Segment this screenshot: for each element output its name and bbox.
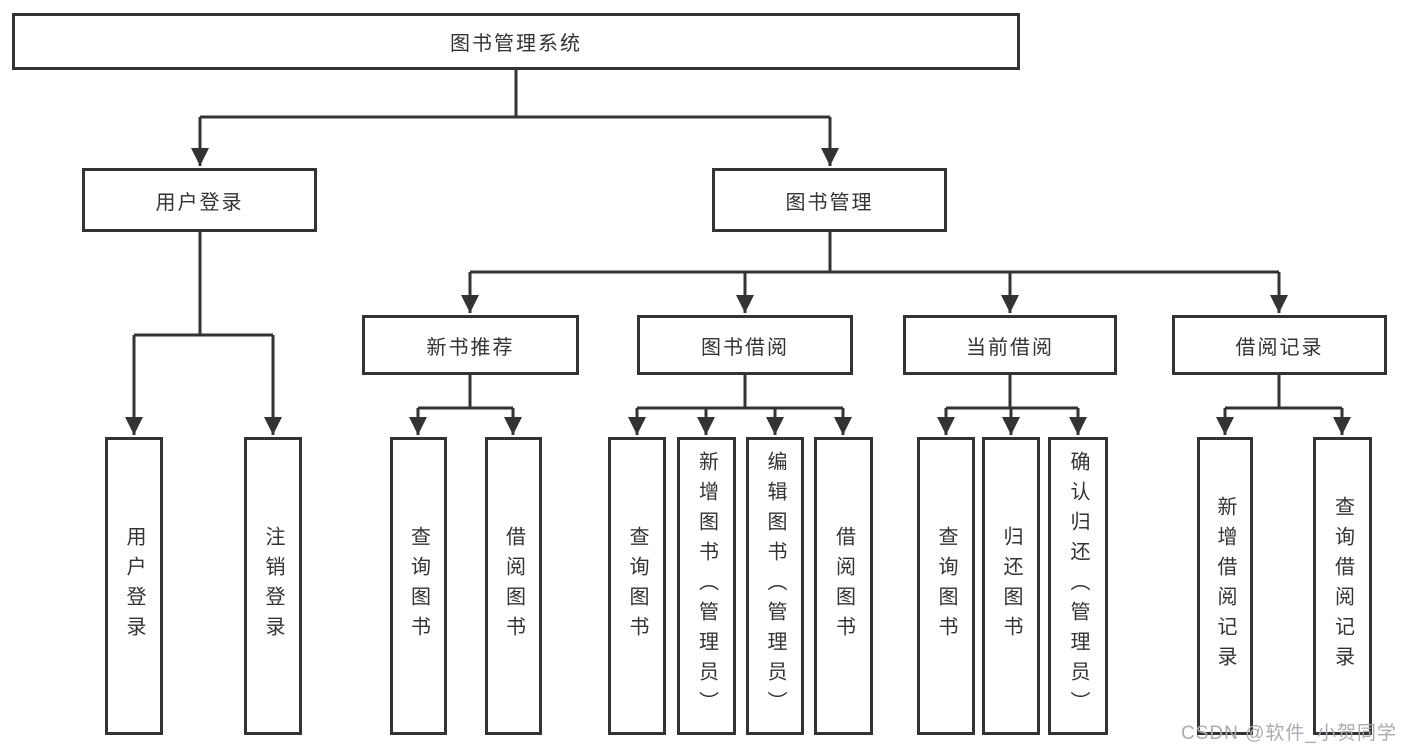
node-borrow-records: 借阅记录 [1172,315,1387,375]
leaf-user-login: 用户登录 [105,437,163,735]
leaf-query-books-borrow: 查询图书 [608,437,666,735]
node-user-login: 用户登录 [82,168,317,232]
leaf-borrow-books: 借阅图书 [814,437,873,735]
leaf-query-books-current: 查询图书 [917,437,975,735]
leaf-query-borrow-record: 查询借阅记录 [1313,437,1372,735]
leaf-add-books-admin: 新增图书（管理员） [677,437,736,735]
node-root-library-management-system: 图书管理系统 [12,13,1020,70]
leaf-logout: 注销登录 [244,437,302,735]
leaf-return-books: 归还图书 [982,437,1040,735]
node-book-borrow: 图书借阅 [637,315,853,375]
leaf-borrow-books-recommend: 借阅图书 [485,437,542,735]
node-book-management: 图书管理 [712,168,947,232]
csdn-watermark: CSDN @软件_小贺同学 [1181,723,1397,744]
leaf-add-borrow-record: 新增借阅记录 [1197,437,1253,735]
leaf-edit-books-admin: 编辑图书（管理员） [746,437,804,735]
node-new-book-recommend: 新书推荐 [362,315,579,375]
node-current-borrow: 当前借阅 [903,315,1117,375]
leaf-query-books-recommend: 查询图书 [390,437,447,735]
leaf-confirm-return-admin: 确认归还（管理员） [1048,437,1108,735]
